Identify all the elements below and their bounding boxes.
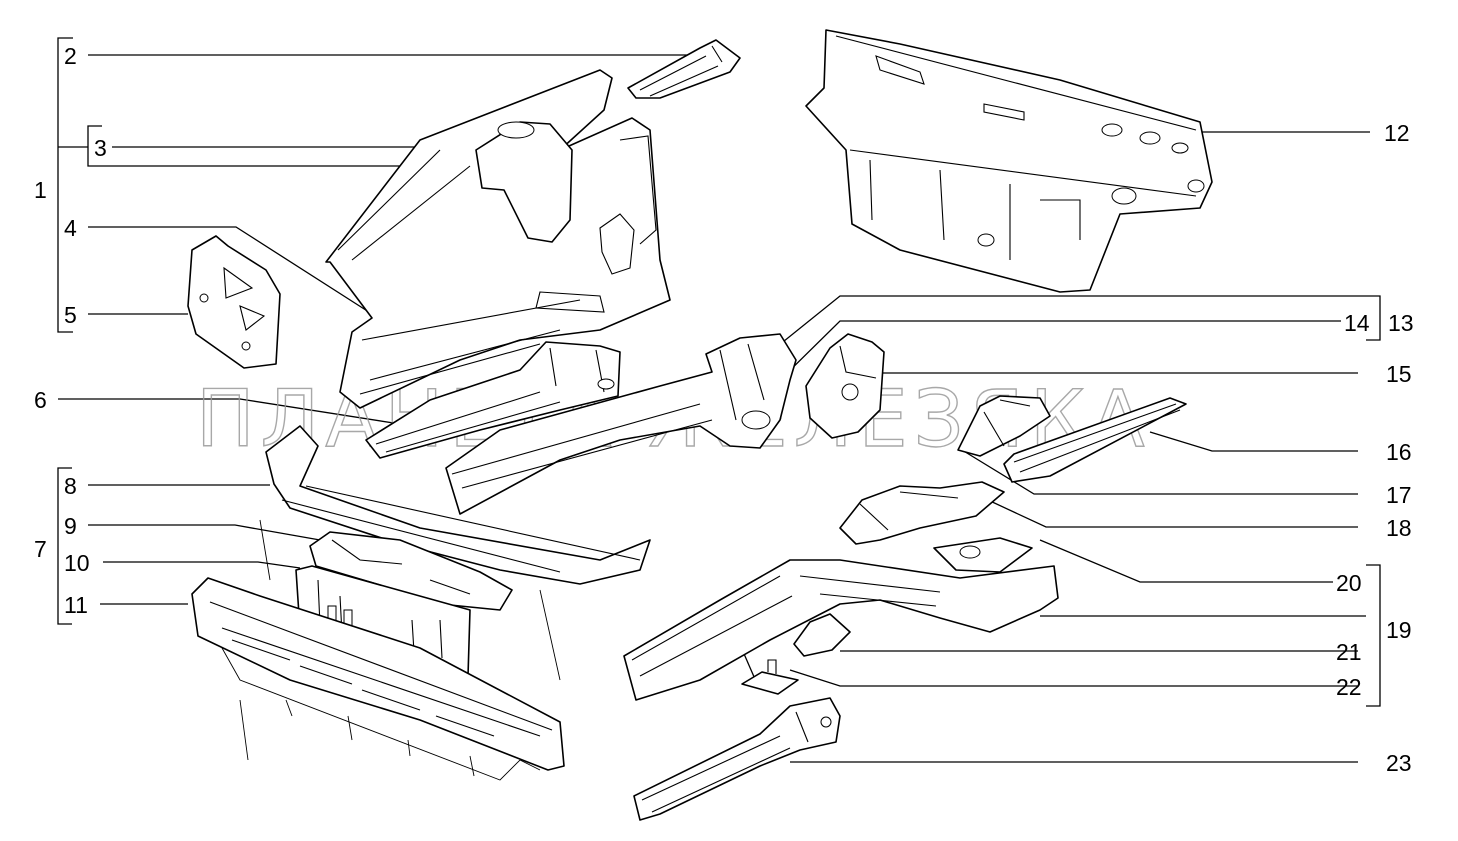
- bracket-group-3: [87, 125, 470, 167]
- part-21-bracket: [793, 613, 851, 657]
- bracket-group-19: [1366, 564, 1381, 707]
- bracket-group-7: [57, 467, 72, 625]
- callout-1: 1: [34, 177, 47, 203]
- bracket-group-1: [57, 37, 88, 333]
- part-4-wheelhouse: [325, 69, 671, 409]
- part-15-bracket: [805, 333, 885, 439]
- callout-13: 13: [1388, 310, 1414, 336]
- callout-16: 16: [1386, 439, 1412, 465]
- callout-15: 15: [1386, 361, 1412, 387]
- callout-10: 10: [64, 550, 90, 576]
- callout-labels: 2 3 1 4 5 6 8 9 7 10 11 12 13 14 15 16 1…: [34, 43, 1414, 776]
- part-11-lower-beam: [191, 519, 565, 781]
- bracket-group-13: [1366, 295, 1381, 341]
- callout-11: 11: [64, 592, 88, 618]
- callout-20: 20: [1336, 570, 1362, 596]
- callout-14: 14: [1344, 310, 1370, 336]
- part-16-bracket: [957, 395, 1051, 457]
- callout-7: 7: [34, 536, 47, 562]
- part-17-strip: [1003, 397, 1187, 483]
- part-6-member: [365, 341, 621, 459]
- callout-12: 12: [1384, 120, 1410, 146]
- callout-21: 21: [1336, 639, 1362, 665]
- callout-4: 4: [64, 215, 77, 241]
- callout-2: 2: [64, 43, 77, 69]
- callout-6: 6: [34, 387, 47, 413]
- part-5-bracket: [187, 235, 281, 369]
- part-23-rear-member: [633, 697, 841, 821]
- callout-8: 8: [64, 473, 77, 499]
- callout-5: 5: [64, 302, 77, 328]
- callout-18: 18: [1386, 515, 1412, 541]
- part-8-cross-member: [265, 425, 651, 585]
- callout-22: 22: [1336, 674, 1362, 700]
- part-19-long-member: [623, 537, 1059, 701]
- callout-9: 9: [64, 513, 77, 539]
- callout-3: 3: [94, 135, 107, 161]
- callout-23: 23: [1386, 750, 1412, 776]
- part-14-rail: [445, 333, 797, 515]
- callout-19: 19: [1386, 617, 1412, 643]
- part-2-bracket: [627, 39, 741, 99]
- part-18-panel: [839, 481, 1005, 545]
- part-22-plate: [741, 659, 799, 695]
- leader-lines: [58, 54, 1370, 763]
- callout-17: 17: [1386, 482, 1412, 508]
- part-12-floor: [805, 29, 1213, 293]
